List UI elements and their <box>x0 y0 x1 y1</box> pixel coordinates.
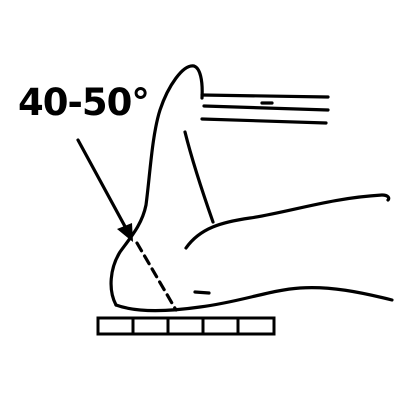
arrow-icon <box>78 140 128 232</box>
shin-upper-line <box>202 95 328 97</box>
angle-reference-line <box>137 243 176 310</box>
ground-tile-icon <box>98 318 274 334</box>
heel-crease <box>185 132 213 222</box>
shin-lower-line <box>202 119 326 123</box>
angle-label: 40-50° <box>18 84 149 121</box>
shin-middle-line <box>204 106 328 110</box>
arrow-head <box>117 223 133 242</box>
sole-upper-edge <box>186 195 389 248</box>
sole-mark <box>195 292 209 293</box>
sole-bottom-edge <box>116 288 392 311</box>
